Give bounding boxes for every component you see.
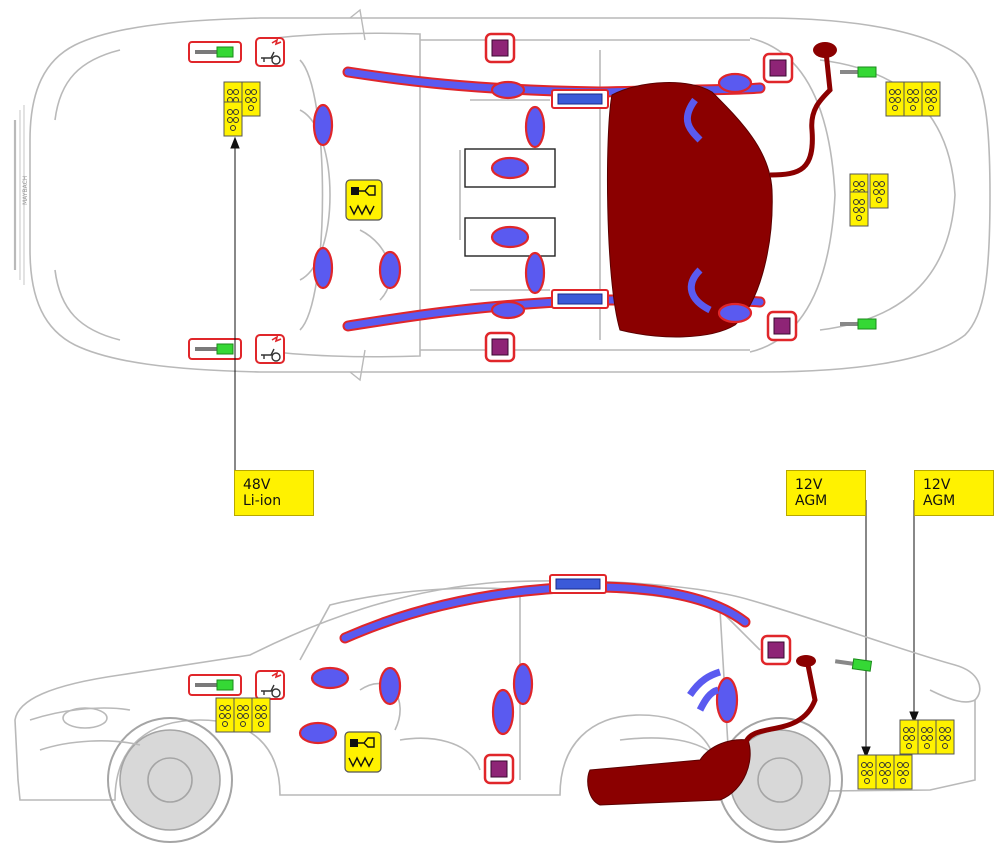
airbag-rear-seat-side xyxy=(715,676,739,724)
battery-12v-front-top xyxy=(849,173,889,227)
callout-12v-agm-battery-front: 12V AGM xyxy=(786,470,866,516)
battery-12v-rear-side xyxy=(899,719,955,755)
belt-tensioner-icon-right xyxy=(255,334,285,364)
battery-48v-top xyxy=(223,81,261,137)
rear-pyro-plug-left xyxy=(839,66,877,78)
airbag-seat-cushion xyxy=(512,662,534,706)
callout-48v-li-ion-battery: 48V Li-ion xyxy=(234,470,314,516)
airbag-seat-side xyxy=(491,688,515,736)
callout-12v-agm-battery-rear: 12V AGM xyxy=(914,470,994,516)
car-body-side-outline xyxy=(14,580,981,801)
battery-48v-side xyxy=(215,697,271,733)
crash-sensor-side-b-pillar xyxy=(483,753,515,785)
fuel-filler-cap-side xyxy=(796,655,816,667)
side-airbags xyxy=(298,662,739,745)
car-body-top-outline xyxy=(29,17,991,373)
airbag-knee-side xyxy=(298,721,338,745)
crash-sensor-c-pillar-right xyxy=(766,310,798,342)
inflator-top-left xyxy=(551,89,609,109)
side-view-car xyxy=(14,580,981,843)
airbag-rear-side-right xyxy=(717,302,753,324)
airbag-front-side-right xyxy=(524,251,546,295)
crash-sensor-b-pillar-left xyxy=(484,32,516,64)
fuel-tank-side xyxy=(587,739,751,806)
battery-disconnect-heater-top xyxy=(345,179,383,221)
airbag-passenger-knee xyxy=(312,246,334,290)
inflator-side-roof xyxy=(549,574,607,594)
top-airbags xyxy=(312,72,753,324)
airbag-rear-side-left xyxy=(717,72,753,94)
fuel-filler-pipe-top xyxy=(769,51,833,178)
airbag-driver-front-side xyxy=(310,666,350,690)
crash-sensor-side-c-pillar xyxy=(760,634,792,666)
rear-pyro-plug-right xyxy=(839,318,877,330)
squib-front-right xyxy=(188,338,242,360)
airbag-steering xyxy=(378,666,402,706)
crash-sensor-b-pillar-right xyxy=(484,331,516,363)
inflator-top-right xyxy=(551,289,609,309)
fuel-filler-pipe-side xyxy=(742,664,818,746)
airbag-front-seat-left xyxy=(490,156,530,180)
squib-side-front xyxy=(188,674,242,696)
squib-front-left xyxy=(188,41,242,63)
fuel-tank-top xyxy=(607,82,773,338)
battery-disconnect-heater-side xyxy=(344,731,382,773)
crash-sensor-c-pillar-left xyxy=(762,52,794,84)
battery-12v-front-side xyxy=(857,754,913,790)
airbag-driver-knee xyxy=(312,103,334,147)
airbag-front-side-left xyxy=(524,105,546,149)
leader-lines xyxy=(230,136,919,759)
front-wheel xyxy=(107,717,233,843)
fuel-filler-cap-top xyxy=(813,42,837,58)
belt-tensioner-icon-left xyxy=(255,37,285,67)
airbag-front-seat-right xyxy=(490,225,530,249)
belt-tensioner-icon-side xyxy=(255,670,285,700)
airbag-passenger-front xyxy=(378,250,402,290)
brand-text: MAYBACH xyxy=(22,176,29,205)
battery-12v-rear-top xyxy=(885,81,941,117)
